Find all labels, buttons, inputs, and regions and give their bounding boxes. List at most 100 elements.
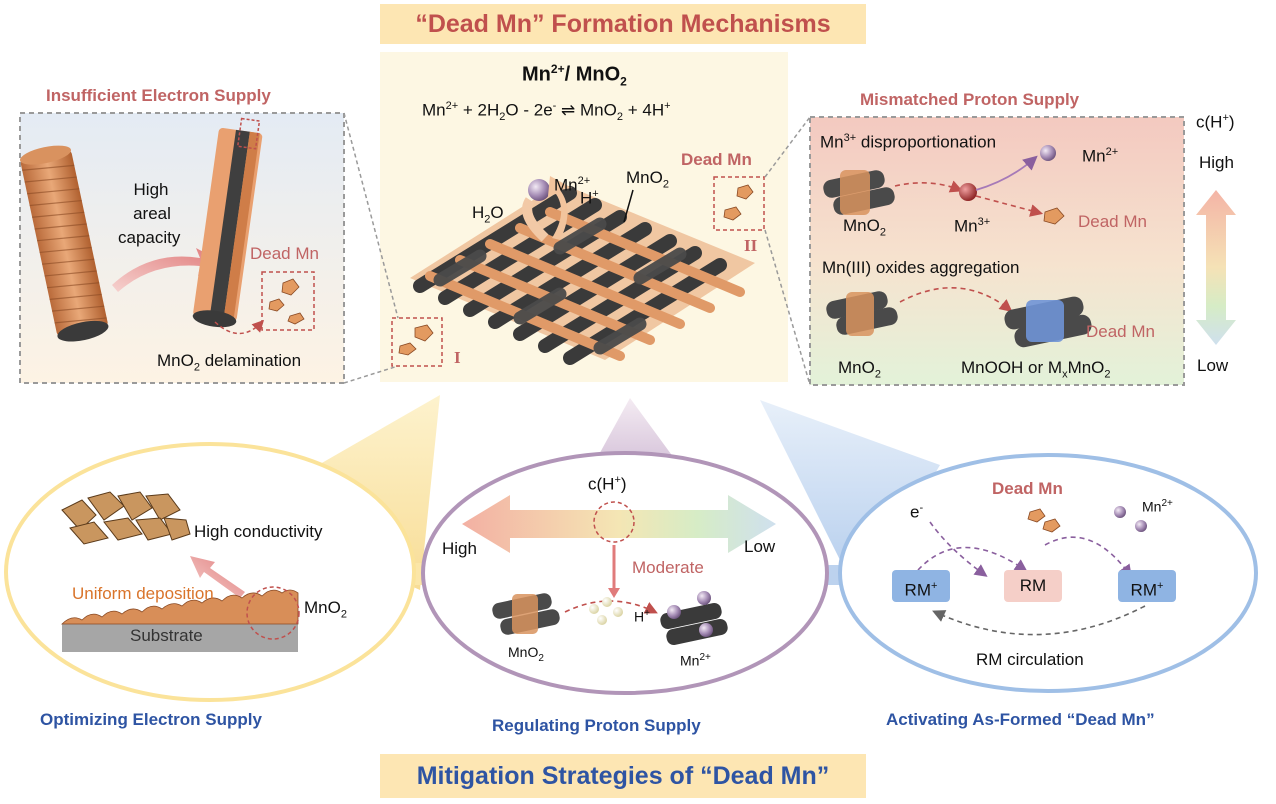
zoom-circle-left <box>246 586 300 640</box>
mid-hplus-sup: + <box>644 608 650 619</box>
center-h2o-h: H <box>472 203 485 222</box>
mnooh-label: MnOOH or MxMnO2 <box>961 358 1111 380</box>
rm-plus-right-text: RM <box>1130 580 1157 600</box>
mno2-cluster-a <box>823 170 895 215</box>
delam-text: delamination <box>199 351 302 370</box>
mid-hplus-label: H+ <box>634 608 650 625</box>
disp-text: disproportionation <box>856 132 997 152</box>
mid-mno2-label: MnO2 <box>508 644 544 664</box>
mn2-ion-center <box>528 179 550 201</box>
left-oval-mno2-sub: 2 <box>340 608 347 621</box>
proton-spheres <box>589 597 623 625</box>
deposition-arrow <box>190 556 245 598</box>
center-mno2-sub: 2 <box>662 178 669 191</box>
delam-sub: 2 <box>193 361 200 374</box>
right-oval-mn2-text: Mn <box>1142 498 1162 515</box>
left-oval-mno2-label: MnO2 <box>304 598 347 620</box>
mno2-film <box>61 589 299 625</box>
mid-mno2-sub: 2 <box>538 652 544 664</box>
caption-electron-supply: Optimizing Electron Supply <box>40 710 262 729</box>
mno2-a-sub: 2 <box>879 226 886 239</box>
rm-plus-box-right: RM+ <box>1118 570 1176 602</box>
right-mn2-label: Mn2+ <box>1082 146 1118 167</box>
title-top: “Dead Mn” Formation Mechanisms <box>380 4 866 44</box>
center-heading: Mn2+/ MnO2 <box>522 62 627 89</box>
mid-mno2-text: MnO <box>508 644 539 660</box>
mno2-a-text: MnO <box>843 216 880 235</box>
left-oval-mno2-text: MnO <box>304 598 341 617</box>
disp-sup: 3+ <box>843 132 857 144</box>
eq-sub-2: 2 <box>499 111 506 124</box>
mn2-ion-right <box>1040 145 1056 161</box>
mnooh-sub-x: x <box>1062 368 1068 381</box>
rm-plus-left-sup: + <box>931 580 938 592</box>
proton-concentration-scale <box>1196 190 1236 345</box>
carbon-mat <box>410 183 755 365</box>
center-mn2-label: Mn2+ <box>554 175 590 196</box>
right-oval-mn2-sup: 2+ <box>1161 498 1173 509</box>
substrate-label: Substrate <box>130 626 203 645</box>
mn2-ion-oval-b <box>1135 520 1147 532</box>
substrate-bar <box>62 624 298 652</box>
dead-mn-flakes-oval <box>1027 508 1061 533</box>
mnooh-text: MnOOH or M <box>961 358 1063 377</box>
caption-proton-supply: Regulating Proton Supply <box>492 716 701 735</box>
mid-high-label: High <box>442 539 477 558</box>
mnooh-sub-2: 2 <box>1104 368 1111 381</box>
scale-c-sup: + <box>1222 112 1229 124</box>
center-heading-rest: / MnO <box>564 63 621 86</box>
mno2-cluster-b <box>826 291 898 336</box>
curved-arrow-h2o <box>522 197 549 242</box>
proton-double-arrow <box>462 495 776 553</box>
crystal-layer <box>61 491 191 545</box>
scale-c-label: c(H+) <box>1196 112 1235 133</box>
reaction-equation: Mn2+ + 2H2O - 2e- ⇌ MnO2 + 4H+ <box>422 100 671 123</box>
caption-activating-dead-mn: Activating As-Formed “Dead Mn” <box>886 710 1155 729</box>
mid-hplus-text: H <box>634 608 645 625</box>
center-mno2-text: MnO <box>626 168 663 187</box>
electron-label: e- <box>910 502 923 523</box>
right-mn2-text: Mn <box>1082 146 1106 166</box>
rm-circulation-label: RM circulation <box>976 650 1084 669</box>
aggregation-label: Mn(III) oxides aggregation <box>822 258 1020 277</box>
rm-plus-box-left: RM+ <box>892 570 950 602</box>
scale-high: High <box>1199 153 1234 172</box>
center-h2o-label: H2O <box>472 203 504 225</box>
curved-arrow-up <box>548 176 572 240</box>
delamination-label: MnO2 delamination <box>157 351 301 373</box>
rm-plus-left-text: RM <box>904 580 931 600</box>
high-areal-capacity: High areal capacity <box>118 178 180 250</box>
mnooh-cluster <box>1004 296 1092 348</box>
moderate-label: Moderate <box>632 558 704 577</box>
center-hplus-sup: + <box>592 188 599 200</box>
eq-sup-3: - <box>552 100 557 112</box>
mid-c-sup: + <box>614 474 621 486</box>
disproportionation-label: Mn3+ disproportionation <box>820 132 996 153</box>
coated-fiber-rod <box>20 145 109 342</box>
dead-mn-flakes-left <box>268 278 305 325</box>
high-line-2: areal <box>133 204 171 223</box>
center-mn2-text: Mn <box>554 175 578 195</box>
center-hplus-h: H <box>580 188 593 208</box>
mn3-ion <box>959 183 977 201</box>
center-dead-mn-label: Dead Mn <box>681 150 752 169</box>
mn3-label: Mn3+ <box>954 216 990 237</box>
center-mn2-sup: 2+ <box>577 175 591 187</box>
center-h2o-sub: 2 <box>484 213 491 226</box>
marker-box-2 <box>713 176 765 231</box>
capacity-arrow <box>112 248 222 292</box>
mid-c-label: c(H+) <box>588 474 627 495</box>
mid-c-text: c(H <box>588 474 615 494</box>
title-bottom: Mitigation Strategies of “Dead Mn” <box>380 754 866 798</box>
center-heading-sup: 2+ <box>550 62 565 76</box>
right-mn2-sup: 2+ <box>1105 146 1119 158</box>
mid-mn2-text: Mn <box>680 652 700 669</box>
left-panel-heading: Insufficient Electron Supply <box>46 86 271 105</box>
marker-label-1: I <box>454 348 461 367</box>
marker-label-2: II <box>744 236 758 255</box>
mno2-cluster-mid <box>492 593 560 635</box>
dead-mn-box-left <box>261 271 315 331</box>
dead-mn-flake-right-a <box>1043 207 1065 225</box>
right-dead-mn-label-b: Dead Mn <box>1086 322 1155 341</box>
